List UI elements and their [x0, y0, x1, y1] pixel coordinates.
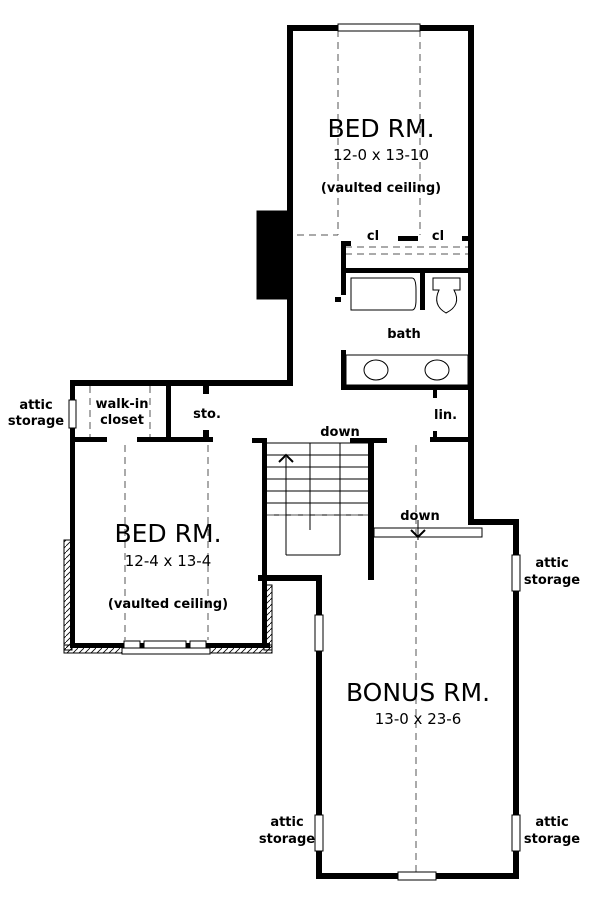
attic-label: attic — [19, 398, 52, 413]
attic-label: storage — [524, 573, 580, 588]
closet-label: cl — [432, 229, 444, 244]
closet-label: cl — [367, 229, 379, 244]
attic-label: attic — [535, 815, 568, 830]
room-size: 12-4 x 13-4 — [125, 552, 212, 570]
bathtub-icon — [350, 277, 417, 311]
landing — [278, 453, 483, 540]
room-name: BONUS RM. — [346, 678, 490, 707]
windows — [68, 23, 521, 881]
walk-in-label: walk-in — [96, 397, 149, 412]
attic-label: attic — [535, 556, 568, 571]
arrow-down-icon — [410, 529, 426, 539]
vault-lines — [89, 30, 468, 875]
attic-label: attic — [270, 815, 303, 830]
arrow-up-icon — [278, 453, 294, 463]
linen-label: lin. — [434, 408, 457, 423]
room-name: BED RM. — [114, 519, 221, 548]
walk-in-label: closet — [100, 413, 144, 428]
staircase — [267, 442, 368, 556]
sink-icon — [424, 359, 450, 381]
toilet-icon — [432, 277, 461, 314]
stair-down-label: down — [320, 425, 360, 440]
walls — [70, 25, 519, 879]
room-note: (vaulted ceiling) — [321, 181, 441, 196]
room-size: 13-0 x 23-6 — [375, 710, 462, 728]
landing-down-label: down — [400, 509, 440, 524]
room-size: 12-0 x 13-10 — [333, 146, 429, 164]
room-name: BED RM. — [327, 114, 434, 143]
bath-label: bath — [387, 327, 421, 342]
fixtures — [263, 247, 469, 386]
attic-label: storage — [259, 832, 315, 847]
sink-icon — [363, 359, 389, 381]
flue-icon — [263, 247, 285, 269]
room-note: (vaulted ceiling) — [108, 597, 228, 612]
attic-label: storage — [8, 414, 64, 429]
storage-label: sto. — [193, 407, 221, 422]
attic-label: storage — [524, 832, 580, 847]
